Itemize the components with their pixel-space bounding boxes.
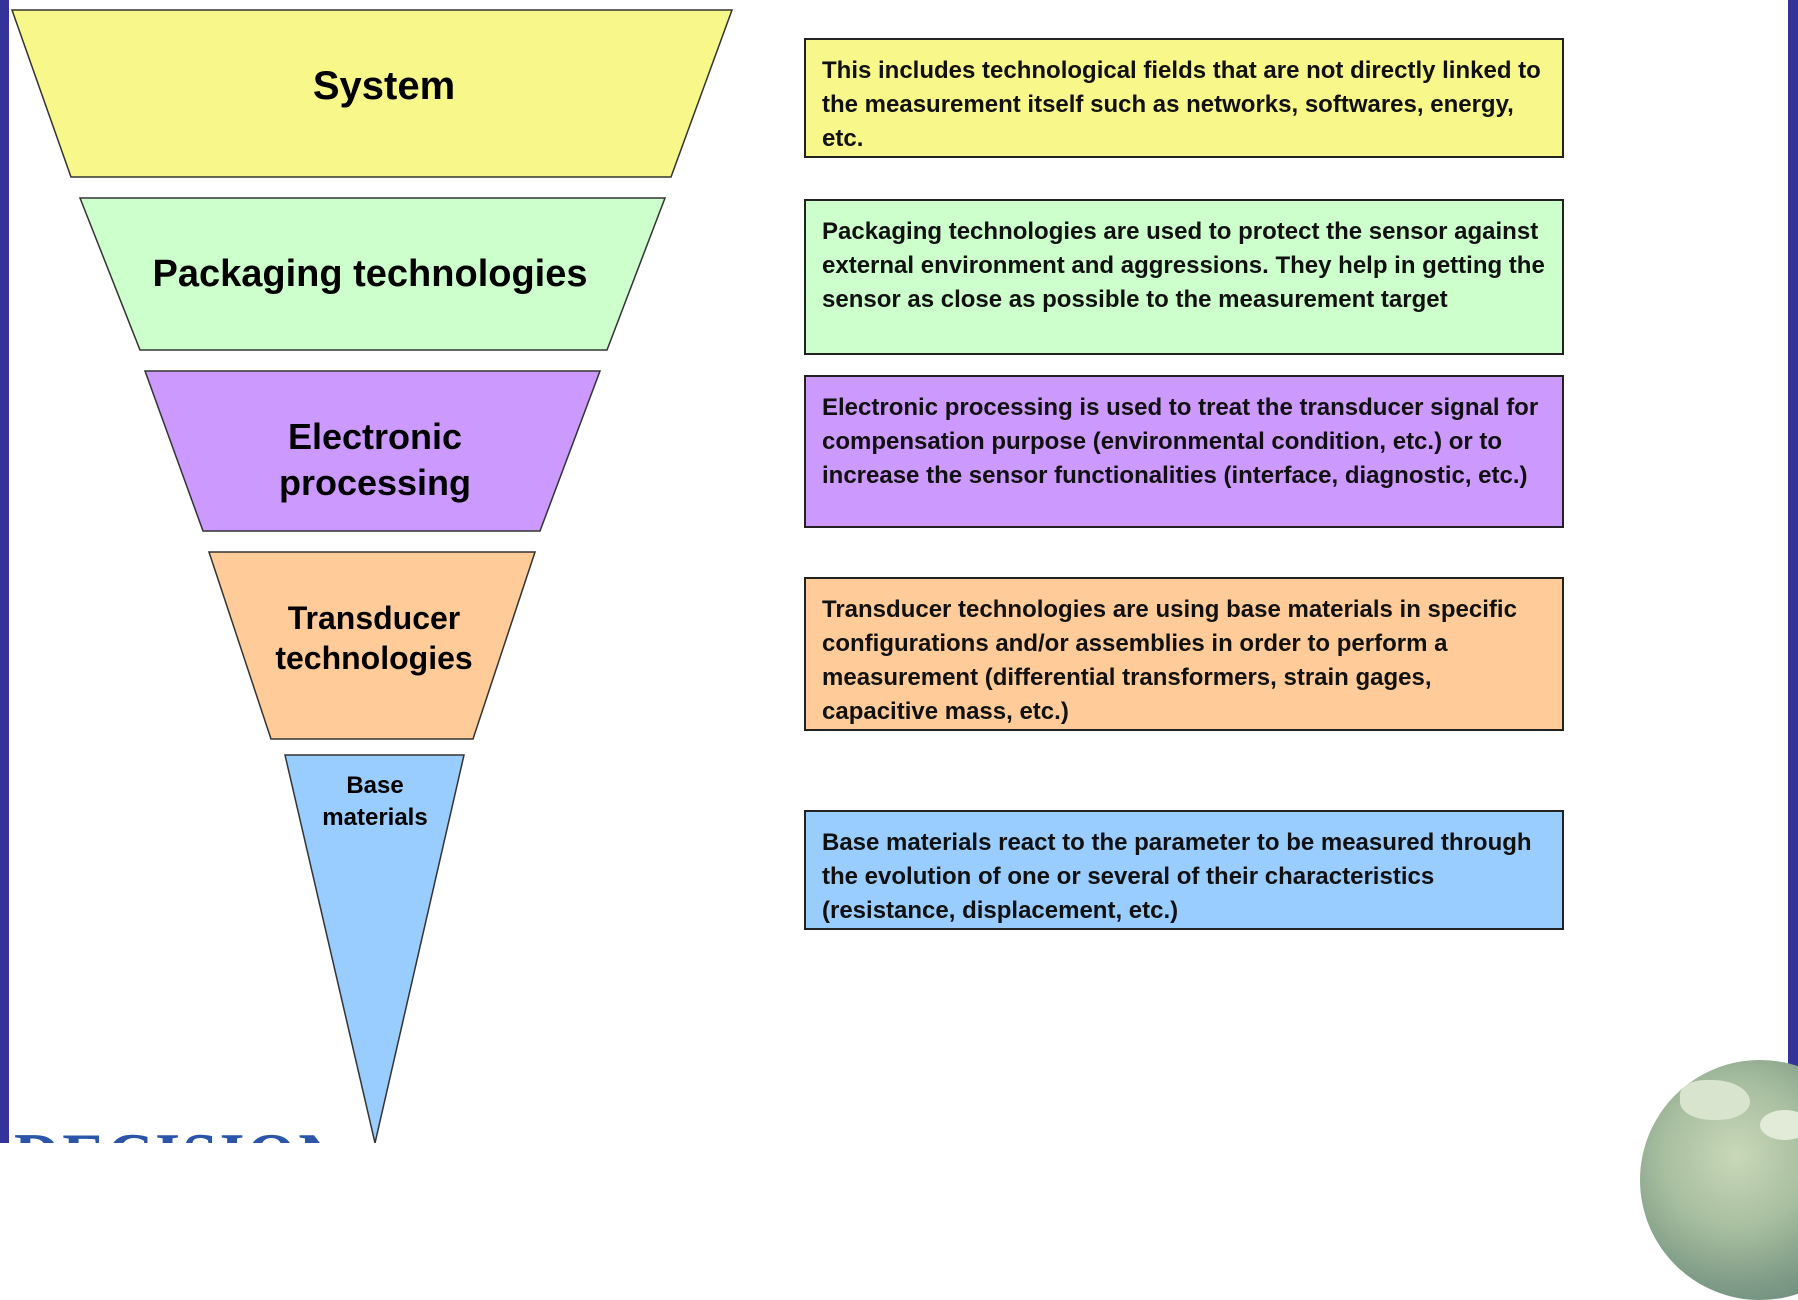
description-transducer: Transducer technologies are using base m… [804, 577, 1564, 731]
layer-label-electronic: Electronic processing [278, 416, 472, 503]
description-base: Base materials react to the parameter to… [804, 810, 1564, 930]
left-frame-bar [0, 0, 9, 1143]
globe-image [1640, 1060, 1798, 1300]
funnel-layer-system [10, 9, 734, 178]
description-system: This includes technological fields that … [804, 38, 1564, 158]
funnel-diagram [10, 9, 734, 1143]
description-packaging: Packaging technologies are used to prote… [804, 199, 1564, 355]
layer-label-transducer: Transducer technologies [275, 600, 473, 676]
funnel-layer-transducer [207, 551, 537, 740]
funnel-layer-base [284, 754, 465, 1143]
right-frame-bar [1788, 0, 1798, 1143]
funnel-layer-electronic [143, 370, 602, 532]
layer-label-system: System [312, 64, 456, 108]
funnel-layer-packaging [78, 197, 667, 351]
description-electronic: Electronic processing is used to treat t… [804, 375, 1564, 528]
decision-logo: DECISION [14, 1098, 324, 1143]
layer-label-packaging: Packaging technologies [152, 253, 588, 295]
layer-label-base: Base materials [322, 772, 428, 831]
